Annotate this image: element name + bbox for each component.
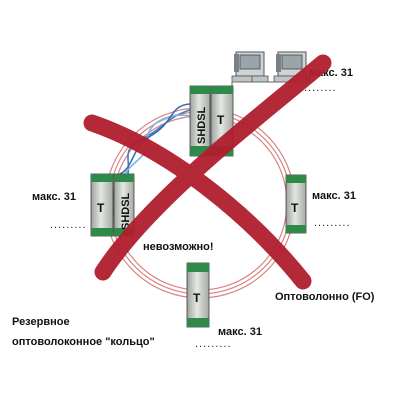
module-t-right: T	[285, 174, 307, 234]
t-label-left: T	[97, 201, 105, 215]
impossible-label: невозможно!	[143, 241, 214, 253]
dots-bottom: .........	[195, 338, 232, 350]
module-t-bottom: T	[186, 262, 210, 328]
t-label-top: T	[217, 113, 225, 127]
module-shdsl-top: SHDSL	[189, 85, 211, 157]
module-shdsl-left: SHDSL	[113, 173, 135, 237]
max-label-bottom: макс. 31	[218, 326, 262, 338]
max-label-left: макс. 31	[32, 191, 76, 203]
t-label-right: T	[291, 201, 299, 215]
module-t-left: T	[90, 173, 114, 237]
dots-left: .........	[50, 219, 87, 231]
computer-icon	[231, 51, 269, 83]
shdsl-label-left: SHDSL	[120, 192, 132, 230]
max-label-right: макс. 31	[312, 190, 356, 202]
impossible-cross	[83, 54, 332, 290]
shdsl-label-top: SHDSL	[196, 106, 208, 144]
dots-right: .........	[314, 217, 351, 229]
t-label-bottom: T	[193, 291, 201, 305]
caption-line1: Резервное	[12, 316, 70, 328]
fiber-label: Оптоволонно (FO)	[275, 291, 375, 303]
caption-line2: оптоволоконное "кольцо"	[12, 336, 155, 348]
